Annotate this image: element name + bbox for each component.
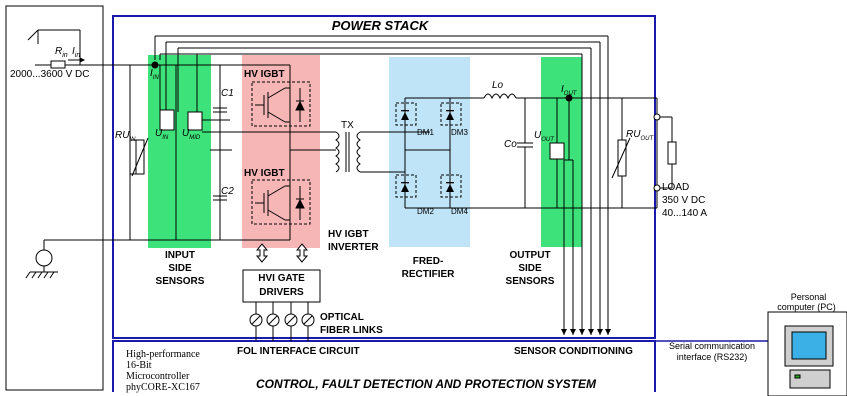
co-label: Co bbox=[504, 139, 517, 150]
rectifier-label-2: RECTIFIER bbox=[401, 269, 455, 280]
bottom-igbt-label: HV IGBT bbox=[244, 168, 285, 179]
iout-label: IOUT bbox=[561, 84, 577, 97]
dm2-label: DM2 bbox=[417, 207, 434, 216]
sensor-conditioning-label: SENSOR CONDITIONING bbox=[514, 346, 633, 357]
iin-sensor-label: IIN bbox=[150, 68, 159, 81]
load-label-2: 350 V DC bbox=[662, 195, 706, 206]
pc-label-1: Personal bbox=[790, 292, 827, 302]
rin-label: Rin bbox=[55, 46, 68, 59]
umid-label: UMID bbox=[182, 128, 201, 141]
uin-label: UIN bbox=[155, 128, 169, 141]
mcu-line-3: Microcontroller bbox=[126, 371, 190, 382]
output-sensors-label-2: SIDE bbox=[518, 263, 542, 274]
transformer bbox=[335, 131, 430, 173]
dc-rails bbox=[43, 61, 291, 250]
sensor-bus-lines bbox=[154, 35, 609, 335]
serial-label-2: interface (RS232) bbox=[676, 352, 748, 362]
mcu-line-4: phyCORE-XC167 bbox=[126, 382, 200, 393]
input-sensors-label-2: SIDE bbox=[168, 263, 192, 274]
inverter-label-2: INVERTER bbox=[328, 242, 379, 253]
power-stack-title: POWER STACK bbox=[331, 18, 429, 33]
dm1-label: DM1 bbox=[417, 128, 434, 137]
iin-source-label: Iin bbox=[72, 46, 81, 59]
optical-label-1: OPTICAL bbox=[320, 312, 364, 323]
source-voltage: 2000...3600 V DC bbox=[10, 69, 90, 80]
mcu-line-2: 16-Bit bbox=[126, 360, 152, 371]
ground-symbol bbox=[25, 249, 58, 279]
mcu-line-1: High-performance bbox=[126, 349, 200, 360]
inverter-zone bbox=[242, 55, 320, 248]
output-sensors-label-1: OUTPUT bbox=[509, 250, 551, 261]
output-sensors-label-3: SENSORS bbox=[505, 276, 555, 287]
control-frame bbox=[112, 340, 656, 392]
bus-arrows bbox=[561, 329, 611, 335]
dm3-label: DM3 bbox=[451, 128, 468, 137]
tx-label: TX bbox=[341, 120, 354, 131]
lo-label: Lo bbox=[492, 80, 504, 91]
c2-label: C2 bbox=[221, 186, 234, 197]
optical-links bbox=[249, 302, 315, 341]
load-label-3: 40...140 A bbox=[662, 208, 708, 219]
pc-label-2: computer (PC) bbox=[777, 302, 836, 312]
uout-label: UOUT bbox=[534, 130, 554, 143]
diode-symbols bbox=[401, 110, 454, 192]
rectifier-zone bbox=[389, 57, 470, 247]
input-sensors-label-1: INPUT bbox=[165, 250, 195, 261]
inverter-label-1: HV IGBT bbox=[328, 229, 369, 240]
top-igbt-label: HV IGBT bbox=[244, 69, 285, 80]
optical-label-2: FIBER LINKS bbox=[320, 325, 383, 336]
gate-drivers-label-2: DRIVERS bbox=[259, 287, 304, 298]
source-symbol bbox=[27, 29, 155, 69]
power-stack-frame bbox=[112, 15, 656, 339]
load-label-1: LOAD bbox=[662, 182, 690, 193]
gate-drivers-label-1: HVI GATE bbox=[258, 273, 305, 284]
source-frame bbox=[5, 5, 104, 391]
ru-out-label: RUOUT bbox=[626, 129, 654, 142]
c1-label: C1 bbox=[221, 88, 234, 99]
input-sensors-zone bbox=[148, 55, 211, 248]
input-sensors-label-3: SENSORS bbox=[155, 276, 205, 287]
ru-in-label: RUIN bbox=[115, 130, 136, 143]
gate-driver-box bbox=[242, 269, 321, 303]
input-sensor-boxes bbox=[159, 109, 203, 131]
serial-label-1: Serial communication bbox=[668, 341, 756, 351]
control-system-title: CONTROL, FAULT DETECTION AND PROTECTION … bbox=[256, 377, 596, 391]
rectifier-bridge bbox=[395, 97, 657, 209]
dm4-label: DM4 bbox=[451, 207, 468, 216]
input-varistor bbox=[130, 137, 149, 177]
rectifier-label-1: FRED- bbox=[412, 256, 444, 267]
fol-interface-label: FOL INTERFACE CIRCUIT bbox=[237, 346, 360, 357]
igbt-modules bbox=[251, 81, 336, 225]
pc-icon bbox=[767, 311, 847, 396]
output-filter bbox=[483, 93, 677, 208]
gate-arrows bbox=[255, 243, 309, 263]
